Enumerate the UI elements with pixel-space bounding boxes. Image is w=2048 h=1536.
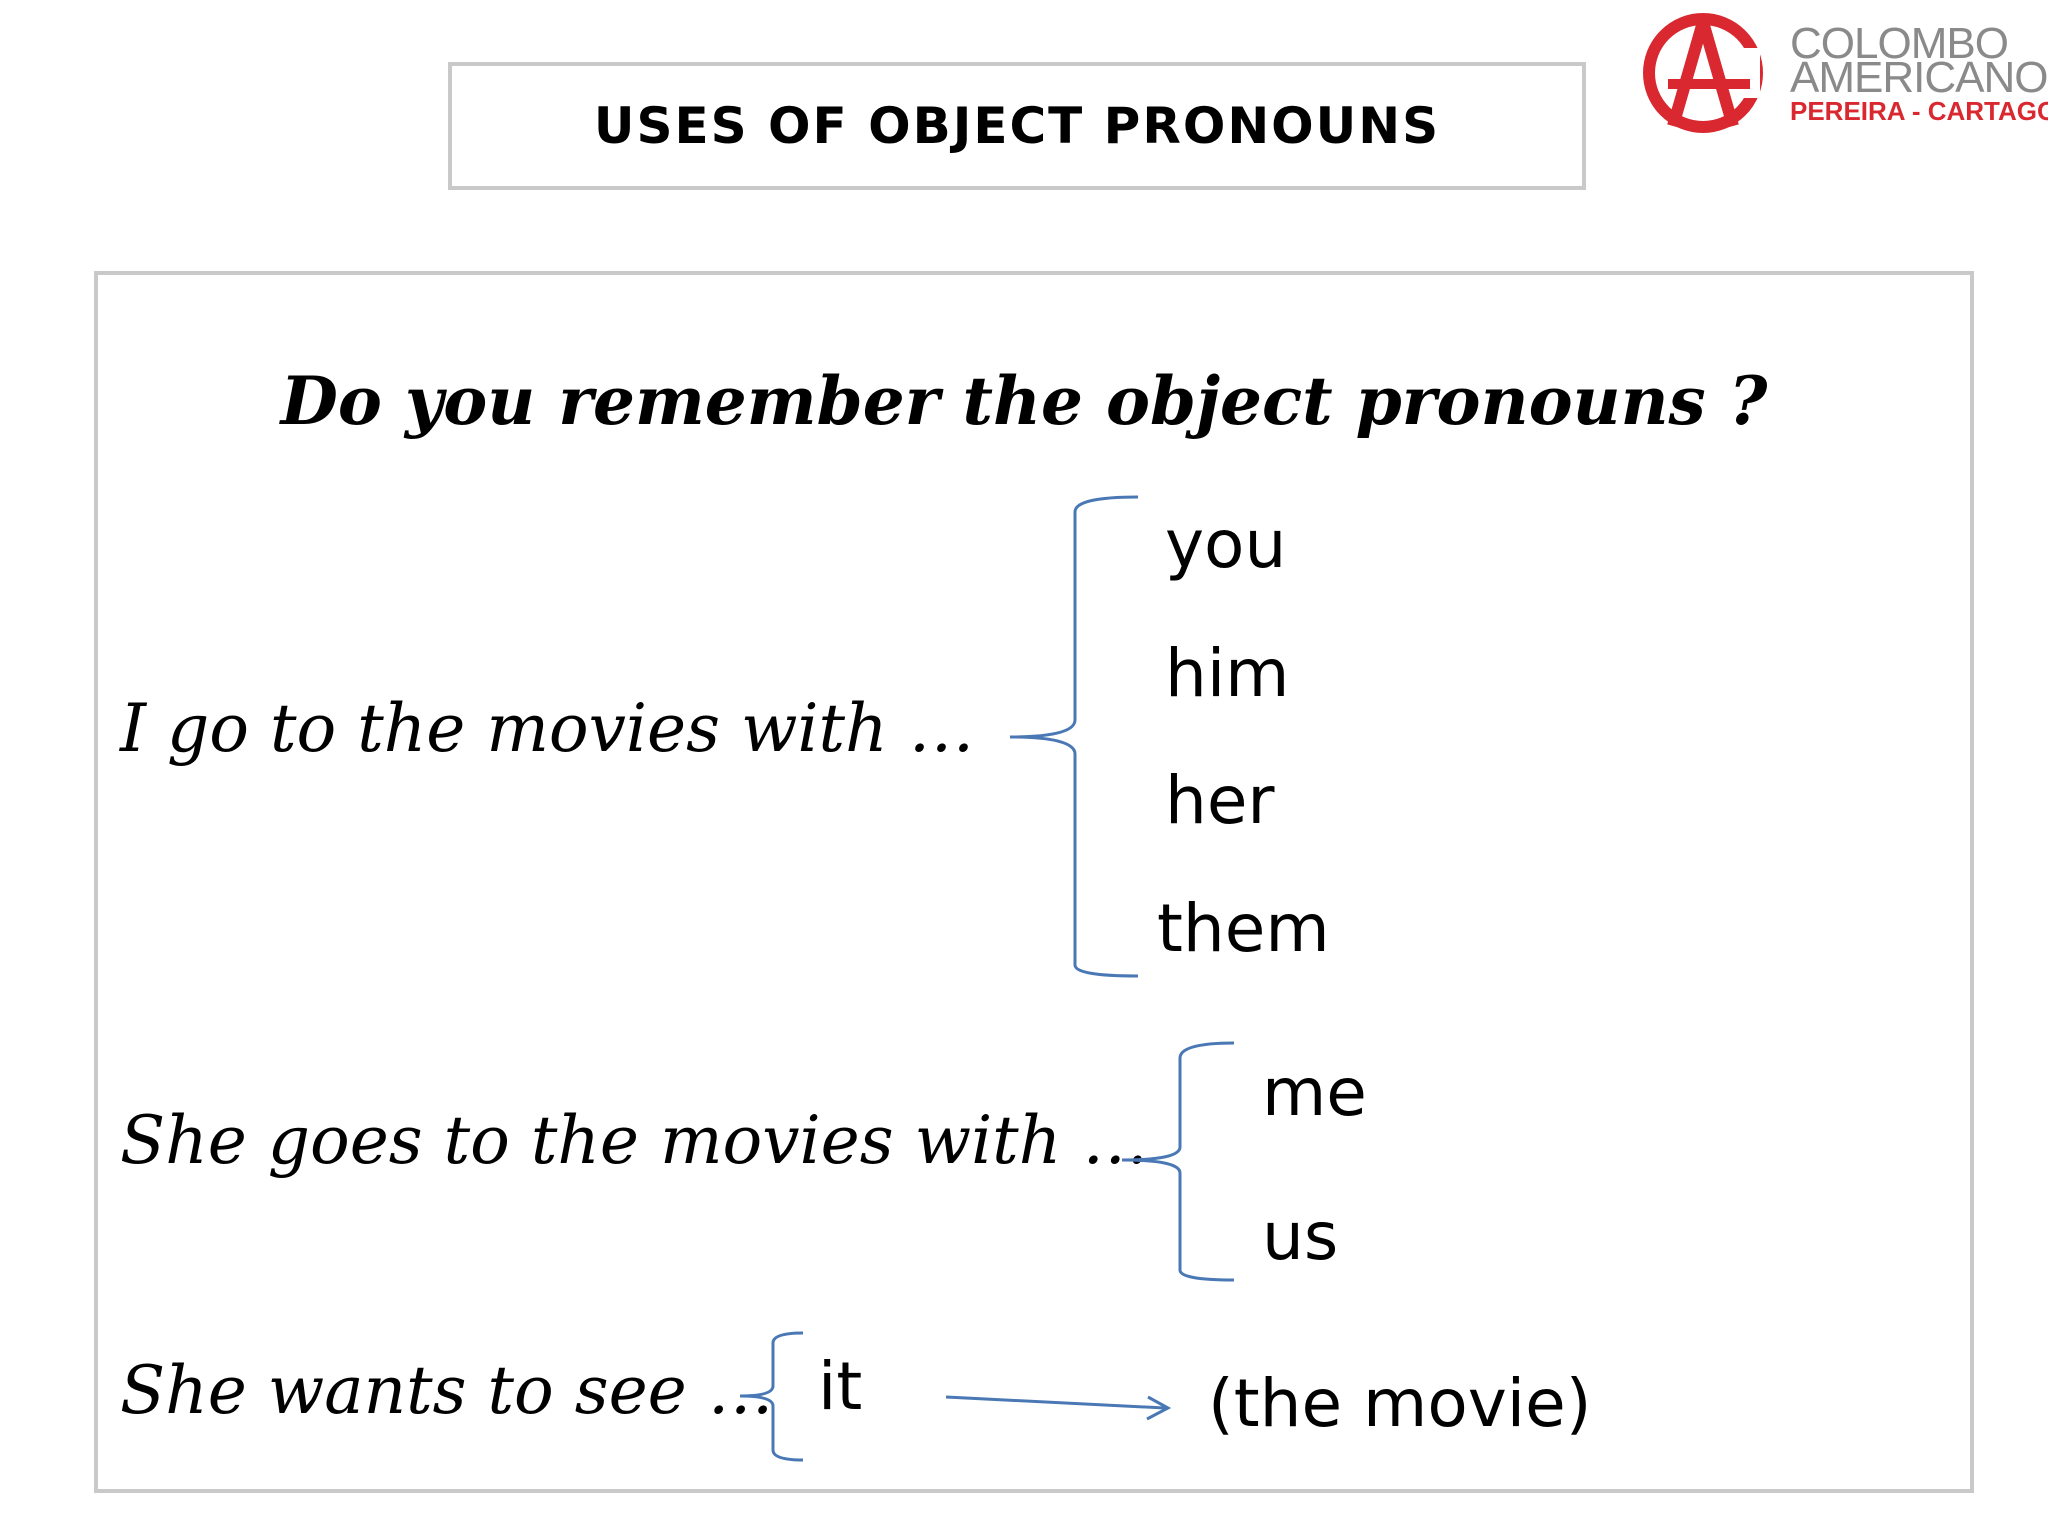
meaning-the-movie: (the movie)	[1208, 1365, 1592, 1442]
bracket-group2	[1121, 1041, 1235, 1282]
sentence-i-go: I go to the movies with …	[120, 690, 975, 767]
bracket-group3	[739, 1331, 804, 1462]
pronoun-her: her	[1165, 762, 1275, 839]
logo-emblem-icon	[1643, 13, 1763, 133]
bracket-group1	[1009, 495, 1139, 978]
arrow-line	[945, 1395, 1166, 1410]
pronoun-you: you	[1165, 506, 1287, 583]
page-title: USES OF OBJECT PRONOUNS	[593, 97, 1441, 155]
pronoun-him: him	[1165, 635, 1290, 712]
arrow-head-icon	[1146, 1395, 1172, 1421]
logo-line-location: PEREIRA - CARTAGO	[1790, 96, 2048, 126]
content-box	[94, 271, 1974, 1493]
logo-line-colombo: COLOMBO	[1790, 19, 2009, 68]
pronoun-us: us	[1262, 1198, 1339, 1275]
pronoun-them: them	[1157, 890, 1330, 967]
sentence-she-wants: She wants to see …	[120, 1352, 774, 1429]
logo-line-americano: AMERICANO	[1790, 53, 2048, 102]
title-box: USES OF OBJECT PRONOUNS	[448, 62, 1586, 190]
pronoun-me: me	[1262, 1054, 1367, 1131]
colombo-americano-logo: COLOMBO AMERICANO PEREIRA - CARTAGO	[1638, 8, 2048, 138]
pronoun-it: it	[818, 1348, 863, 1425]
sentence-she-goes: She goes to the movies with …	[120, 1102, 1149, 1179]
question-heading: Do you remember the object pronouns ?	[280, 362, 1768, 440]
